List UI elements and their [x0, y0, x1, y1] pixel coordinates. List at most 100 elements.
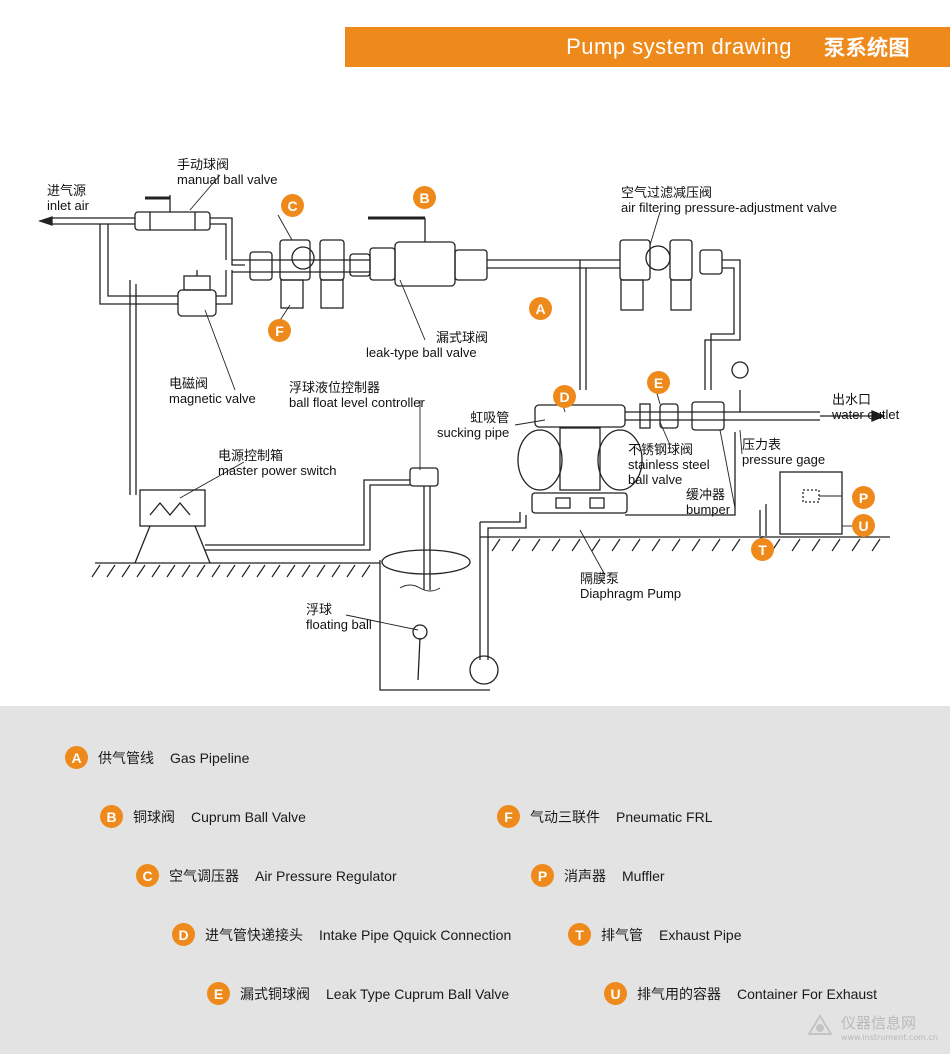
legend-item-p: P 消声器 Muffler [531, 864, 665, 887]
legend-label-cn: 空气调压器 [169, 868, 239, 885]
legend-label-en: Muffler [622, 867, 665, 884]
label-magnetic-valve: 电磁阀 magnetic valve [169, 376, 256, 406]
regulator-cluster-right [619, 239, 741, 390]
legend-item-e: E 漏式铜球阀 Leak Type Cuprum Ball Valve [207, 982, 509, 1005]
label-diaphragm-pump-en: Diaphragm Pump [580, 586, 682, 601]
label-float-controller-cn: 浮球液位控制器 [289, 380, 381, 395]
float-tank [379, 467, 490, 691]
label-master-switch: 电源控制箱 master power switch [218, 448, 336, 478]
legend-label-cn: 排气管 [601, 927, 643, 944]
pump-system-diagram: 进气源 inlet air 手动球阀 manual ball valve 电磁阀… [0, 90, 950, 702]
label-diaphragm-pump: 隔膜泵 Diaphragm Pump [580, 571, 681, 601]
legend-item-u: U 排气用的容器 Container For Exhaust [604, 982, 877, 1005]
marker-a: A [529, 297, 552, 320]
marker-e: E [647, 371, 670, 394]
label-water-outlet-en: water outlet [832, 407, 900, 422]
legend-label-cn: 进气管快递接头 [205, 927, 303, 944]
label-float-controller: 浮球液位控制器 ball float level controller [289, 380, 425, 410]
label-master-switch-en: master power switch [218, 463, 337, 478]
legend-label-cn: 气动三联件 [530, 809, 600, 826]
title-bar: Pump system drawing 泵系统图 [345, 27, 950, 67]
ground [91, 536, 890, 578]
power-switch [134, 479, 410, 564]
marker-t: T [751, 538, 774, 561]
label-manual-valve-cn: 手动球阀 [177, 157, 230, 172]
marker-b: B [413, 186, 436, 209]
label-pressure-gage-cn: 压力表 [742, 437, 782, 452]
legend-panel: A 供气管线 Gas Pipeline B 铜球阀 Cuprum Ball Va… [0, 706, 950, 1054]
legend-marker-t: T [568, 923, 591, 946]
legend-label-en: Cuprum Ball Valve [191, 808, 306, 825]
label-bumper-cn: 缓冲器 [686, 487, 726, 502]
title-cn: 泵系统图 [824, 36, 910, 60]
diagram-drawing [37, 174, 890, 691]
legend-item-d: D 进气管快递接头 Intake Pipe Qquick Connection [172, 923, 511, 946]
marker-u: U [852, 514, 875, 537]
watermark-en: www.instrument.com.cn [841, 1033, 938, 1042]
legend-label-en: Air Pressure Regulator [255, 867, 397, 884]
legend-label-cn: 铜球阀 [133, 809, 175, 826]
label-inlet-air-en: inlet air [47, 198, 89, 213]
label-floating-ball-cn: 浮球 [306, 602, 333, 617]
label-bumper-en: bumper [686, 502, 731, 517]
legend-marker-b: B [100, 805, 123, 828]
label-leak-valve: 漏式球阀 leak-type ball valve [366, 330, 488, 360]
legend-item-b: B 铜球阀 Cuprum Ball Valve [100, 805, 306, 828]
legend-marker-c: C [136, 864, 159, 887]
legend-label-cn: 供气管线 [98, 750, 154, 767]
label-magnetic-valve-en: magnetic valve [169, 391, 256, 406]
label-manual-valve-en: manual ball valve [177, 172, 278, 187]
legend-label-cn: 排气用的容器 [637, 986, 721, 1003]
watermark: 仪器信息网 www.instrument.com.cn [805, 1012, 938, 1042]
exhaust-container [759, 471, 843, 536]
marker-c: C [281, 194, 304, 217]
label-inlet-air: 进气源 inlet air [47, 183, 89, 213]
label-steel-valve: 不锈钢球阀 stainless steel ball valve [628, 442, 710, 487]
legend-label-en: Leak Type Cuprum Ball Valve [326, 985, 510, 1002]
marker-d: D [553, 385, 576, 408]
label-floating-ball-en: floating ball [306, 617, 372, 632]
label-leak-valve-cn: 漏式球阀 [436, 330, 489, 345]
legend-marker-d: D [172, 923, 195, 946]
legend-marker-e: E [207, 982, 230, 1005]
label-floating-ball: 浮球 floating ball [306, 602, 372, 632]
legend-label-en: Exhaust Pipe [659, 926, 742, 943]
label-master-switch-cn: 电源控制箱 [218, 448, 284, 463]
legend-item-f: F 气动三联件 Pneumatic FRL [497, 805, 712, 828]
marker-p: P [852, 486, 875, 509]
outlet-pipe [625, 361, 886, 516]
label-bumper: 缓冲器 bumper [686, 487, 730, 517]
inlet-pipe [37, 195, 245, 266]
label-diaphragm-pump-cn: 隔膜泵 [580, 571, 620, 586]
air-line-a [579, 260, 587, 390]
label-pressure-gage-en: pressure gage [742, 452, 826, 467]
label-leak-valve-en: leak-type ball valve [366, 345, 477, 360]
label-filter-valve: 空气过滤减压阀 air filtering pressure-adjustmen… [621, 185, 837, 215]
regulator-cluster-left [232, 239, 371, 309]
marker-f: F [268, 319, 291, 342]
legend-item-a: A 供气管线 Gas Pipeline [65, 746, 249, 769]
label-steel-valve-en1: stainless steel [628, 457, 710, 472]
label-float-controller-en: ball float level controller [289, 395, 425, 410]
leak-valve-b [368, 216, 620, 287]
label-inlet-air-cn: 进气源 [47, 183, 87, 198]
legend-label-en: Intake Pipe Qquick Connection [319, 926, 512, 943]
label-filter-valve-en: air filtering pressure-adjustment valve [621, 200, 838, 215]
label-sucking-pipe: 虹吸管 sucking pipe [437, 410, 509, 440]
legend-marker-u: U [604, 982, 627, 1005]
label-pressure-gage: 压力表 pressure gage [742, 437, 825, 467]
leader-lines [179, 174, 852, 631]
legend-item-c: C 空气调压器 Air Pressure Regulator [136, 864, 397, 887]
label-sucking-pipe-cn: 虹吸管 [470, 410, 510, 425]
diaphragm-pump [469, 404, 643, 685]
label-manual-valve: 手动球阀 manual ball valve [177, 157, 277, 187]
label-magnetic-valve-cn: 电磁阀 [169, 376, 209, 391]
label-water-outlet: 出水口 water outlet [832, 392, 899, 422]
branch-pipes [99, 224, 233, 495]
legend-label-cn: 消声器 [564, 868, 606, 885]
label-steel-valve-cn: 不锈钢球阀 [628, 442, 694, 457]
legend-label-cn: 漏式铜球阀 [240, 986, 310, 1003]
label-sucking-pipe-en: sucking pipe [437, 425, 510, 440]
label-steel-valve-en2: ball valve [628, 472, 683, 487]
legend-label-en: Container For Exhaust [737, 985, 878, 1002]
